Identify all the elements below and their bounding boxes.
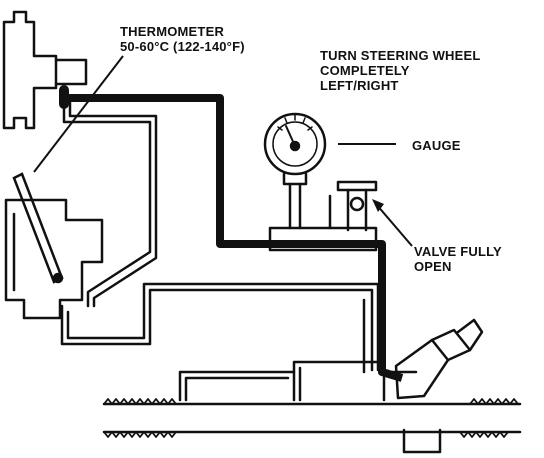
steering-label: TURN STEERING WHEEL COMPLETELY LEFT/RIGH… (320, 48, 481, 93)
steering-label-line1: TURN STEERING WHEEL (320, 48, 481, 63)
pump-icon (2, 10, 88, 130)
steering-label-line2: COMPLETELY (320, 63, 410, 78)
gauge-label: GAUGE (412, 138, 461, 153)
thermometer-label: THERMOMETER 50-60°C (122-140°F) (120, 24, 245, 54)
valve-label-line1: VALVE FULLY (414, 244, 502, 259)
valve-label-line2: OPEN (414, 259, 452, 274)
valve-leader (375, 203, 413, 247)
thermometer-label-line2: 50-60°C (122-140°F) (120, 39, 245, 54)
valve-handle-icon (336, 180, 378, 232)
steering-label-line3: LEFT/RIGHT (320, 78, 399, 93)
thermometer-leader (33, 55, 124, 173)
valve-arrowhead (372, 199, 384, 212)
thermometer-icon (12, 172, 64, 284)
valve-label: VALVE FULLY OPEN (414, 244, 502, 274)
steering-gear-icon (102, 318, 522, 454)
thermometer-label-line1: THERMOMETER (120, 24, 225, 39)
reservoir-icon (4, 198, 104, 320)
